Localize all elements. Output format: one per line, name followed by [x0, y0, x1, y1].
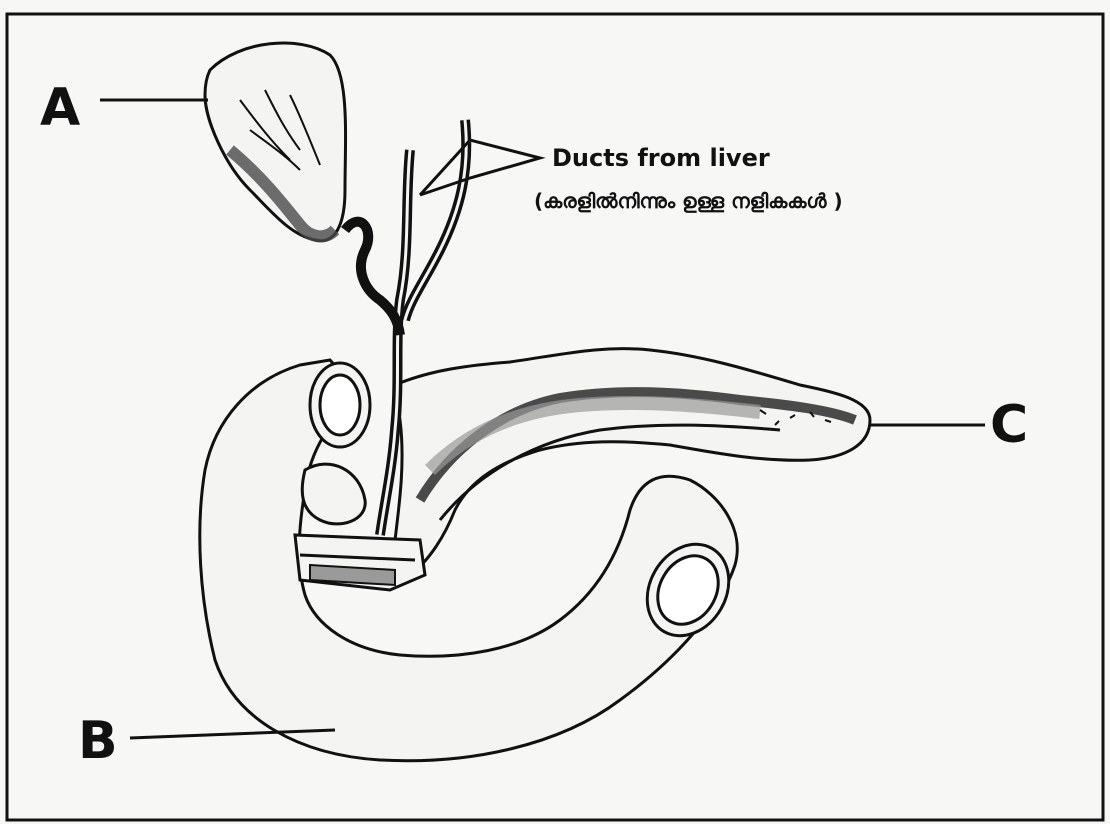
label-b: B	[78, 711, 118, 771]
gall-bladder-shape	[205, 43, 346, 241]
label-ducts-from-liver: Ducts from liver	[552, 144, 770, 172]
label-ducts-from-liver-ml: (കരളിൽനിന്നും ഉള്ള നളികകൾ )	[534, 189, 843, 213]
label-a: A	[40, 78, 80, 138]
label-c: C	[990, 395, 1028, 455]
leader-line-ducts	[420, 140, 540, 195]
